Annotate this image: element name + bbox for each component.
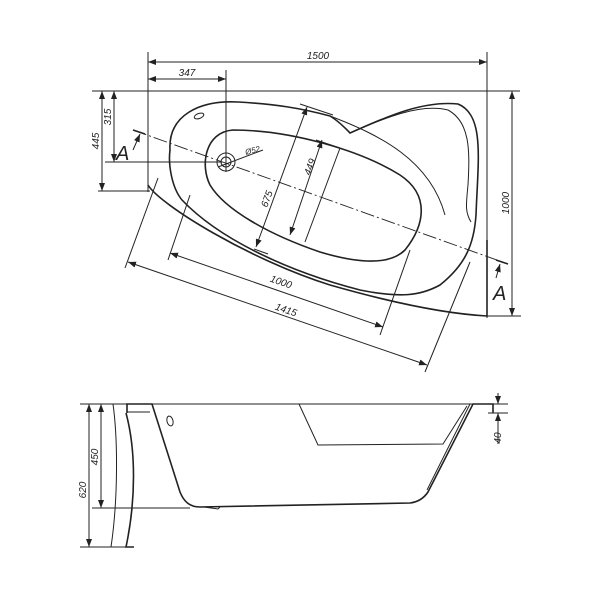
- seat-line: [304, 147, 341, 243]
- section-arrow-left: [132, 133, 141, 151]
- overflow-icon: [193, 112, 205, 120]
- section-mark-right: [495, 259, 509, 265]
- ext-1000-right: [379, 249, 411, 336]
- tub-profile: [126, 403, 494, 508]
- backrest-edge: [329, 115, 446, 216]
- dim-label-445: 445: [91, 132, 102, 149]
- seat-profile: [298, 403, 468, 446]
- dim-label-450: 450: [90, 448, 101, 465]
- section-mark-left: [132, 129, 146, 135]
- dim-label-drain: Ø52: [243, 144, 261, 157]
- ext-675-top: [299, 103, 334, 116]
- dim-label-675: 675: [260, 189, 276, 209]
- dim-label-620: 620: [78, 481, 89, 498]
- ext-1415-right: [424, 261, 471, 373]
- drain-outlet: [203, 506, 221, 510]
- dim-label-449: 449: [303, 157, 319, 177]
- dim-1415: [127, 261, 428, 366]
- dim-label-315: 315: [103, 108, 114, 125]
- panel-back: [125, 412, 135, 548]
- dim-label-40: 40: [493, 432, 504, 444]
- section-label-right: A: [492, 283, 506, 305]
- drain-leader: [217, 149, 264, 168]
- backrest-inner: [349, 107, 472, 223]
- section-label-left: A: [115, 143, 129, 165]
- panel-front: [110, 403, 118, 548]
- dim-label-1500: 1500: [307, 51, 330, 62]
- drain-outer-icon: [216, 152, 236, 172]
- ext-1000-left: [167, 194, 191, 261]
- dim-449: [289, 139, 323, 236]
- top-view: 1500 347 445 315 1000 Ø52 A A 675: [91, 51, 521, 373]
- ext-449-top: [315, 139, 341, 149]
- dim-label-1000-right: 1000: [501, 191, 512, 214]
- dim-675: [255, 106, 308, 248]
- overflow-icon-side: [166, 415, 174, 427]
- tub-inner-wall: [426, 403, 471, 491]
- side-view: 620 450 40: [78, 393, 508, 548]
- ext-1415-left: [124, 177, 159, 269]
- dim-label-347: 347: [179, 68, 196, 79]
- section-arrow-right: [494, 263, 501, 279]
